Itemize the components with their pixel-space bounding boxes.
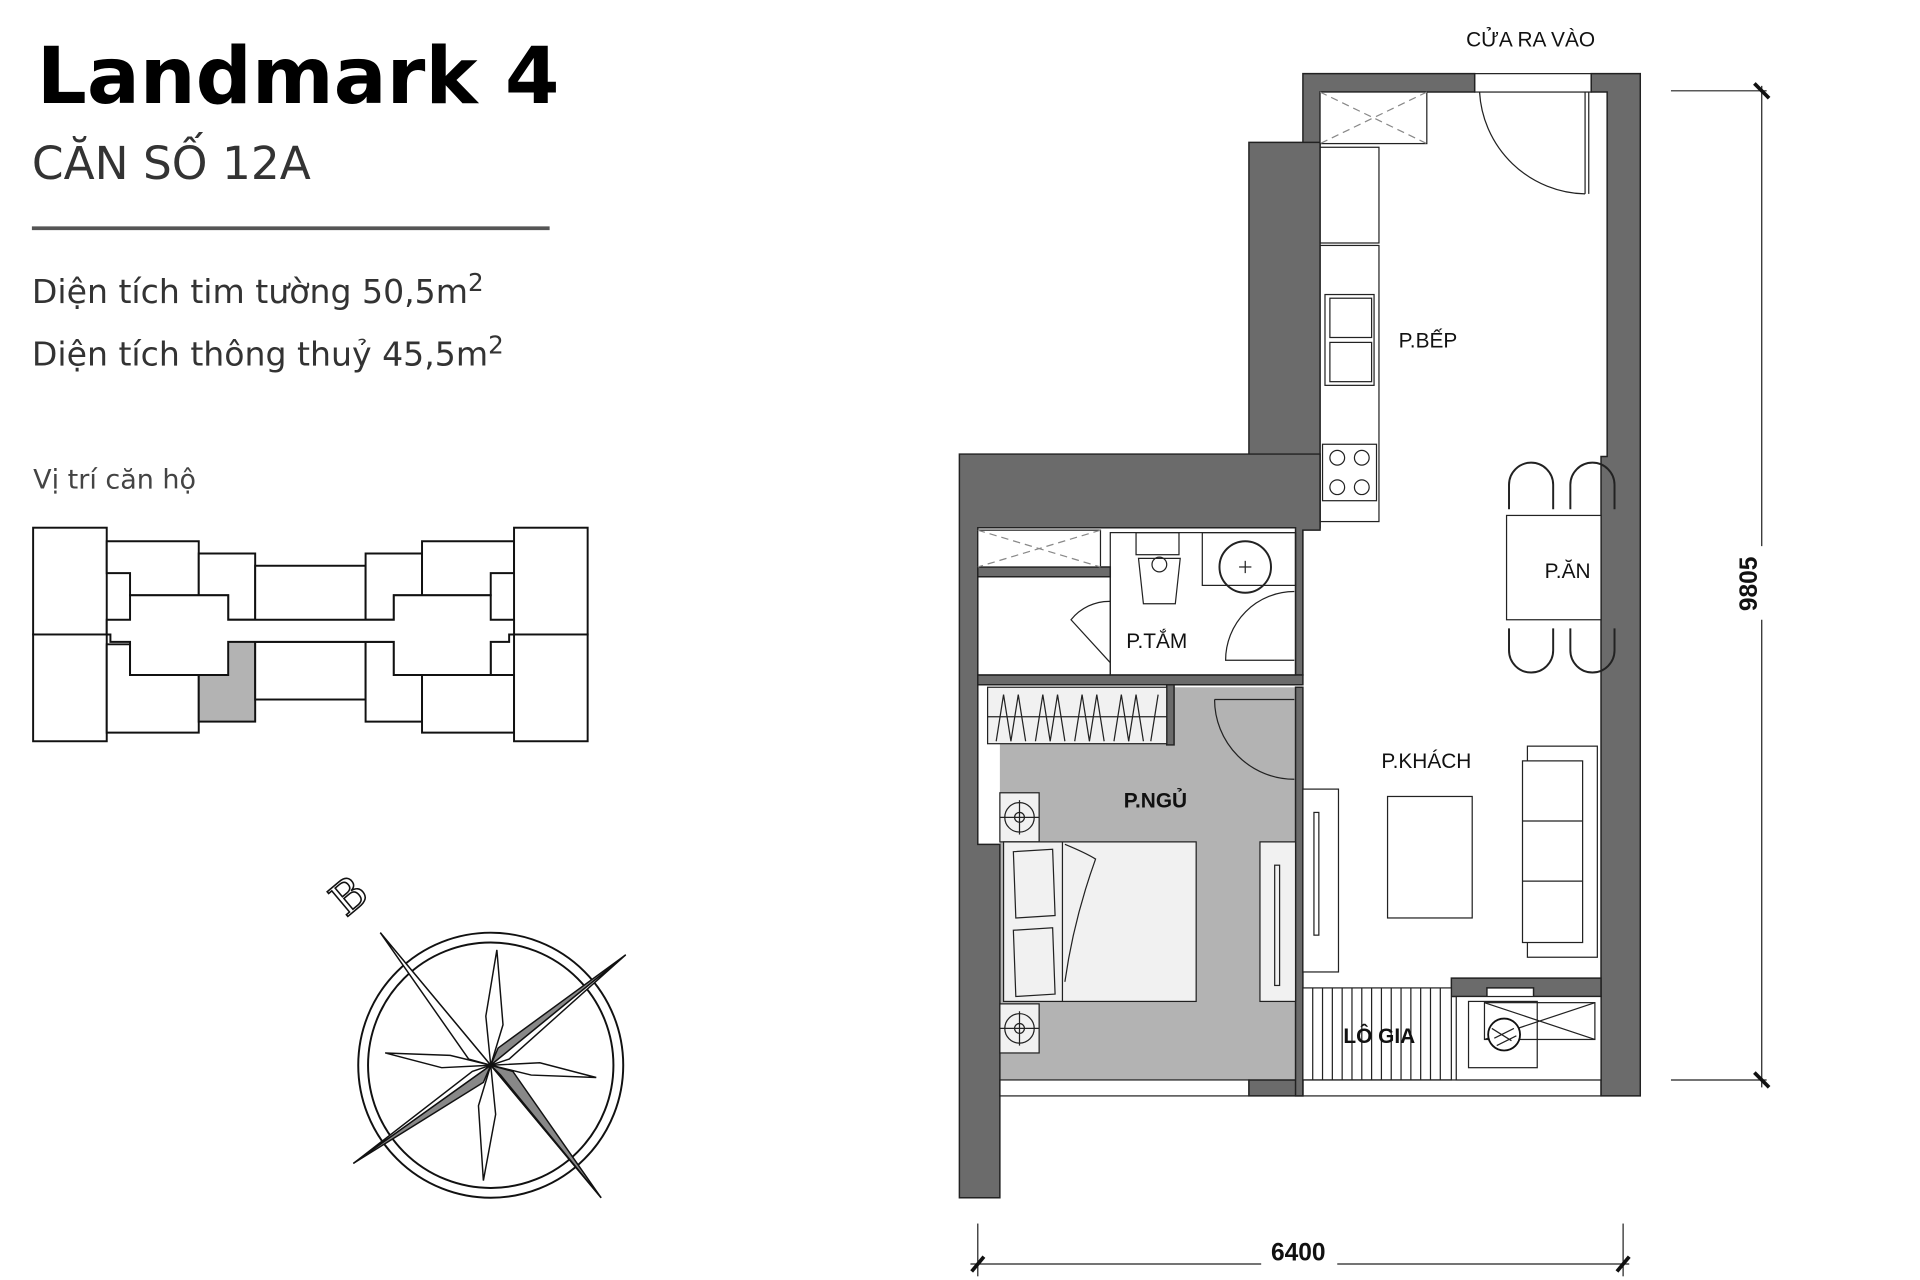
wall-bath-bottom xyxy=(977,674,1304,686)
floor-plan: CỬA RA VÀO P.BẾP P.ĂN P.TẮM P.NGỦ P.KHÁC… xyxy=(958,28,1771,1277)
dimension-height xyxy=(1670,82,1771,1089)
wall-left xyxy=(958,453,1321,1199)
key-plan xyxy=(32,526,589,743)
room-label-dining: P.ĂN xyxy=(1545,560,1591,583)
dimension-width xyxy=(970,1223,1631,1277)
entrance-label: CỬA RA VÀO xyxy=(1466,28,1595,52)
dimension-height-value: 9805 xyxy=(1736,557,1763,612)
wall-wardrobe xyxy=(1165,684,1175,746)
wall-right xyxy=(1590,72,1642,1097)
compass-north-label: B xyxy=(320,866,378,926)
location-label: Vị trí căn hộ xyxy=(33,464,196,495)
wall-closet xyxy=(977,566,1112,578)
room-label-bedroom: P.NGỦ xyxy=(1124,789,1187,813)
room-label-bath: P.TẮM xyxy=(1126,629,1187,653)
project-title: Landmark 4 xyxy=(37,30,560,122)
room-label-kitchen: P.BẾP xyxy=(1399,329,1458,352)
wall-loggia xyxy=(1450,977,1602,998)
compass-rose-icon xyxy=(352,931,627,1199)
area-wall-center: Diện tích tim tường 50,5m2 xyxy=(32,268,484,311)
room-label-living: P.KHÁCH xyxy=(1381,750,1471,773)
area-clear: Diện tích thông thuỷ 45,5m2 xyxy=(32,330,504,373)
room-label-loggia: LÔ GIA xyxy=(1343,1024,1415,1048)
unit-number: CĂN SỐ 12A xyxy=(32,131,311,190)
wall-bedroom-right xyxy=(1294,686,1304,1097)
dimension-width-value: 6400 xyxy=(1271,1239,1326,1266)
